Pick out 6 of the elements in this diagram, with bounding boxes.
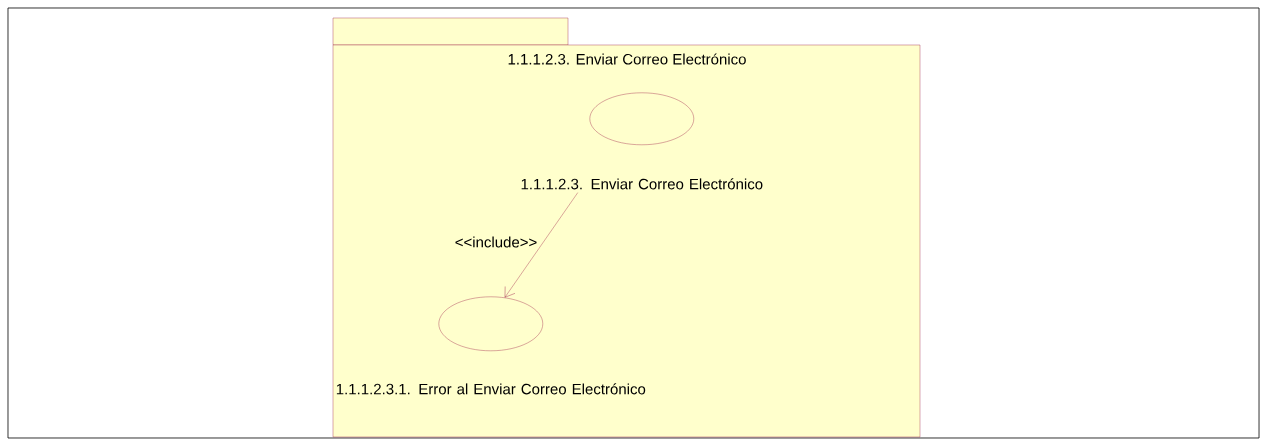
use-case: 1.1.1.2.3. Enviar Correo Electrónico (521, 92, 763, 190)
include-arrow (504, 192, 578, 298)
node-label: 1.1.1.2.3.1. Error al Enviar Correo Electrónico (336, 383, 646, 395)
node-label: 1.1.1.2.3. Enviar Correo Electrónico (521, 178, 763, 190)
edge-label: <<include>> (455, 236, 537, 248)
use-case: 1.1.1.2.3.1. Error al Enviar Correo Electrónico (336, 296, 646, 395)
